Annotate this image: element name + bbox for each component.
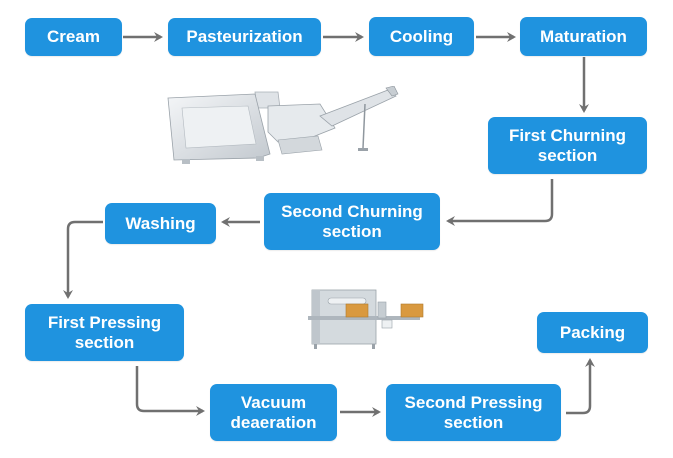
- node-first-churning: First Churning section: [488, 117, 647, 174]
- churn-machine-illustration: [167, 86, 399, 164]
- node-cream: Cream: [25, 18, 122, 56]
- edge-second-pressing-packing: [566, 358, 595, 415]
- node-label-line2: section: [537, 145, 598, 165]
- node-cooling: Cooling: [369, 17, 474, 56]
- node-vacuum-deaeration: Vacuum deaeration: [210, 384, 337, 441]
- node-packing: Packing: [537, 312, 648, 353]
- node-label-line2: section: [322, 221, 382, 241]
- node-label-line1: Second Pressing: [404, 392, 543, 412]
- node-label: Washing: [125, 213, 196, 233]
- node-label: Cooling: [389, 26, 454, 46]
- node-second-churning: Second Churning section: [264, 193, 440, 250]
- edge-first-churning-second-churning: [446, 179, 554, 226]
- node-label: Pasteurization: [186, 27, 303, 46]
- node-washing: Washing: [105, 203, 216, 244]
- node-label-line1: Vacuum: [240, 392, 307, 412]
- node-label-line1: First Churning: [508, 125, 627, 145]
- node-first-pressing: First Pressing section: [25, 304, 184, 361]
- packing-machine-illustration: [308, 289, 424, 349]
- node-label: Cream: [47, 27, 100, 46]
- node-label-line1: Second Churning: [281, 201, 423, 221]
- node-label-line2: section: [74, 332, 135, 352]
- node-label: Packing: [559, 322, 626, 342]
- edge-first-pressing-vacuum: [135, 366, 205, 416]
- node-label: Maturation: [540, 26, 627, 46]
- node-label-line2: deaeration: [230, 412, 317, 432]
- node-label-line1: First Pressing: [47, 312, 162, 332]
- edge-washing-first-pressing: [63, 220, 103, 299]
- node-second-pressing: Second Pressing section: [386, 384, 561, 441]
- node-label-line2: section: [443, 412, 504, 432]
- node-maturation: Maturation: [520, 17, 647, 56]
- node-pasteurization: Pasteurization: [168, 18, 321, 56]
